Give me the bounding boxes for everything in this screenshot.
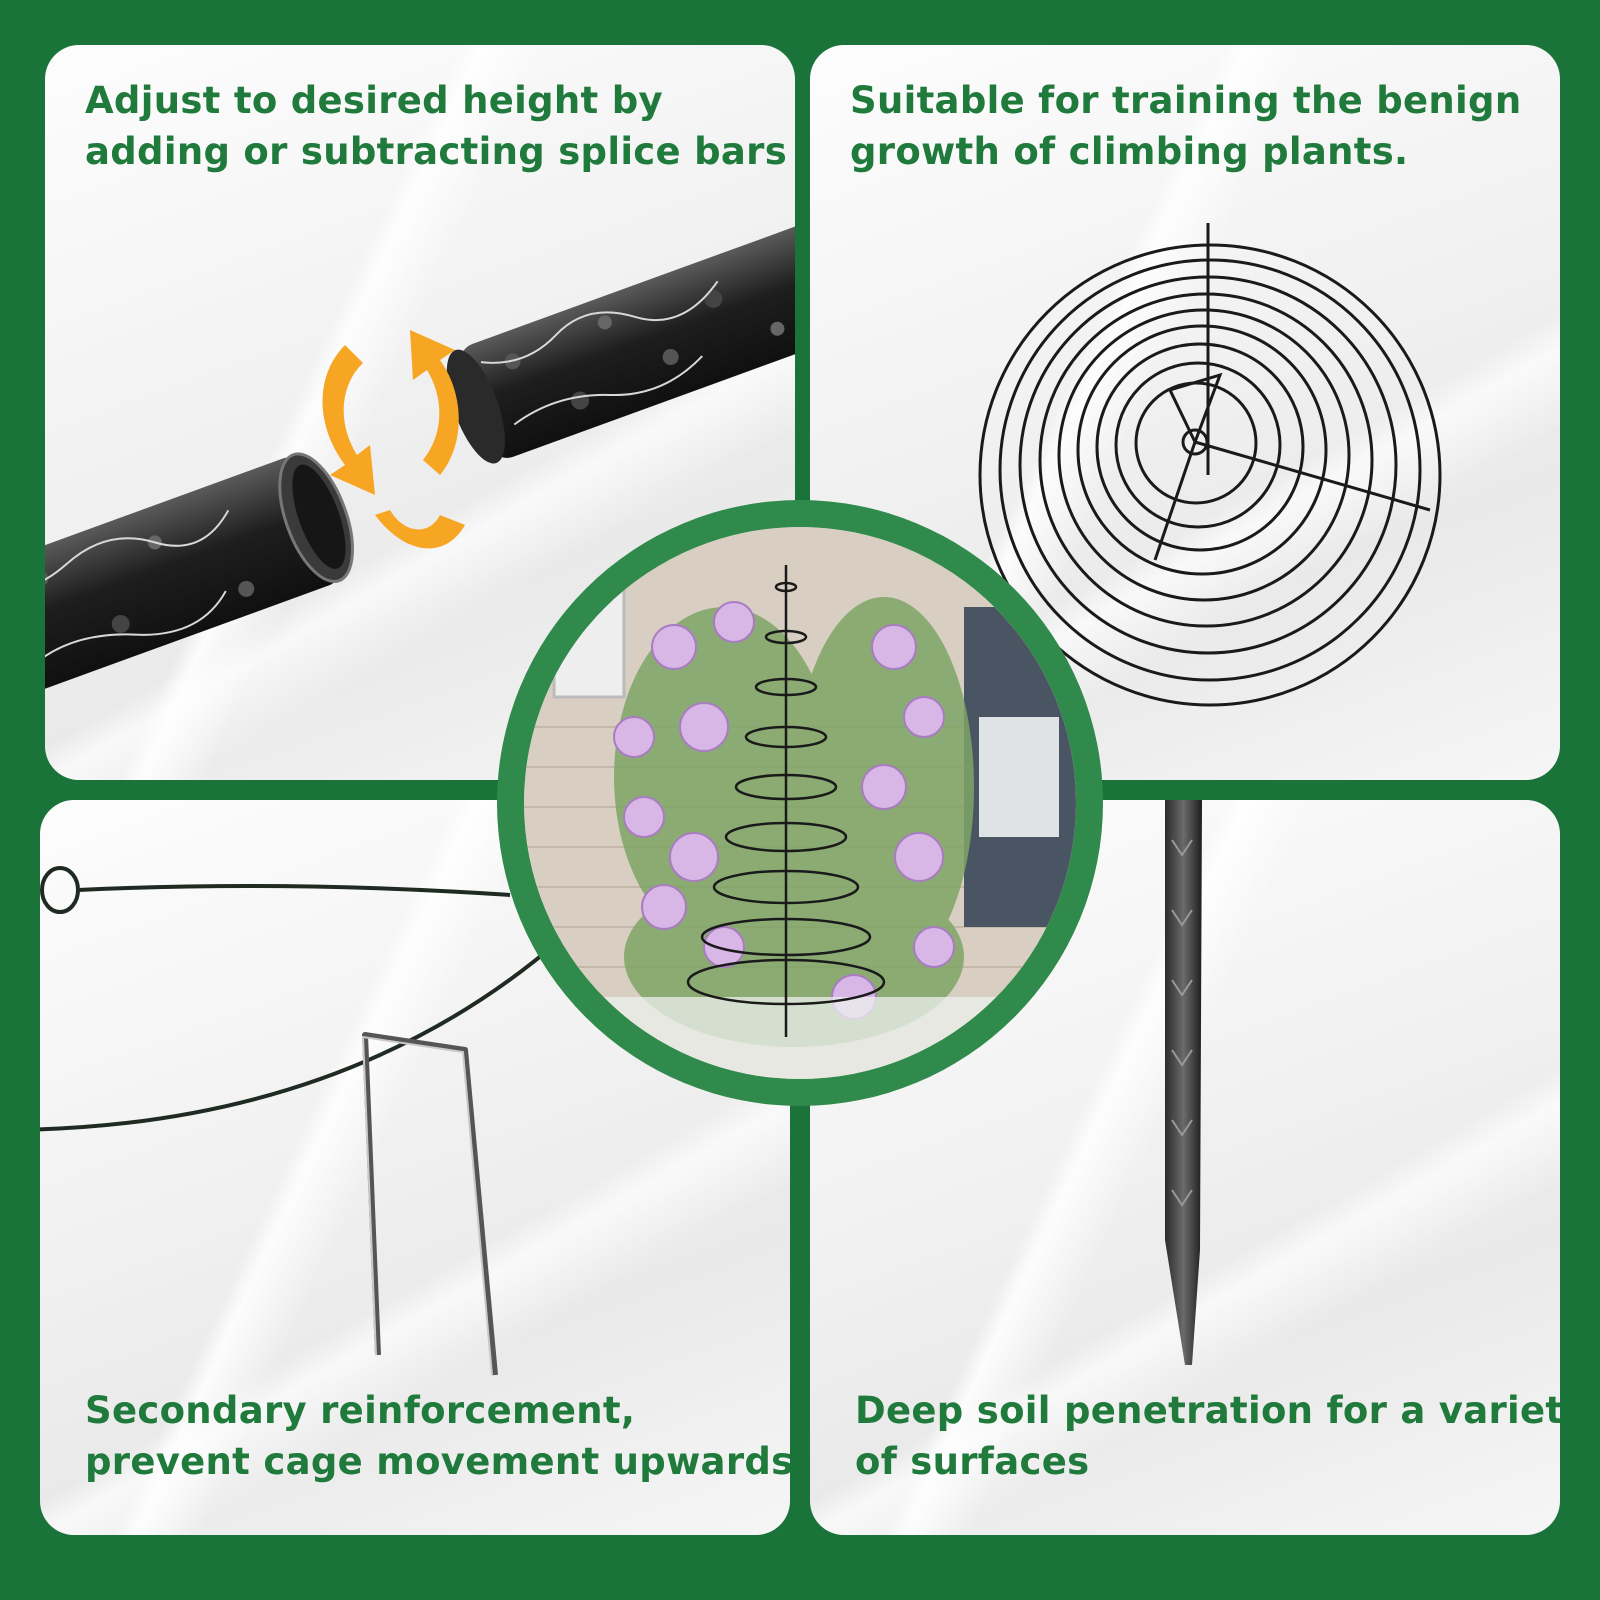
caption-splice-bars: Adjust to desired height by adding or su… [85, 75, 787, 177]
spiral-top-view-illustration [978, 223, 1442, 707]
caption-line: Adjust to desired height by [85, 79, 663, 122]
caption-line: adding or subtracting splice bars [85, 130, 788, 173]
caption-spiral-top: Suitable for training the benign growth … [850, 75, 1521, 177]
caption-line: prevent cage movement upwards [85, 1440, 790, 1483]
splice-bar-illustration [45, 211, 795, 716]
rotate-arrows-icon [322, 330, 465, 549]
caption-line: growth of climbing plants. [850, 130, 1409, 173]
center-photo [524, 527, 1076, 1079]
upper-splice-bar [446, 211, 795, 464]
caption-ground-staple: Secondary reinforcement, prevent cage mo… [85, 1385, 790, 1487]
caption-line: Deep soil penetration for a variety [855, 1389, 1560, 1432]
caption-line: of surfaces [855, 1440, 1090, 1483]
caption-line: Secondary reinforcement, [85, 1389, 636, 1432]
caption-line: Suitable for training the benign [850, 79, 1522, 122]
caption-ground-stake: Deep soil penetration for a variety of s… [855, 1385, 1560, 1487]
center-photo-ring [497, 500, 1103, 1106]
ground-stake-illustration [1165, 800, 1202, 1365]
climbing-plant-photo [524, 527, 1076, 1079]
lower-splice-bar [45, 452, 354, 716]
ground-staple-illustration [40, 866, 562, 1376]
